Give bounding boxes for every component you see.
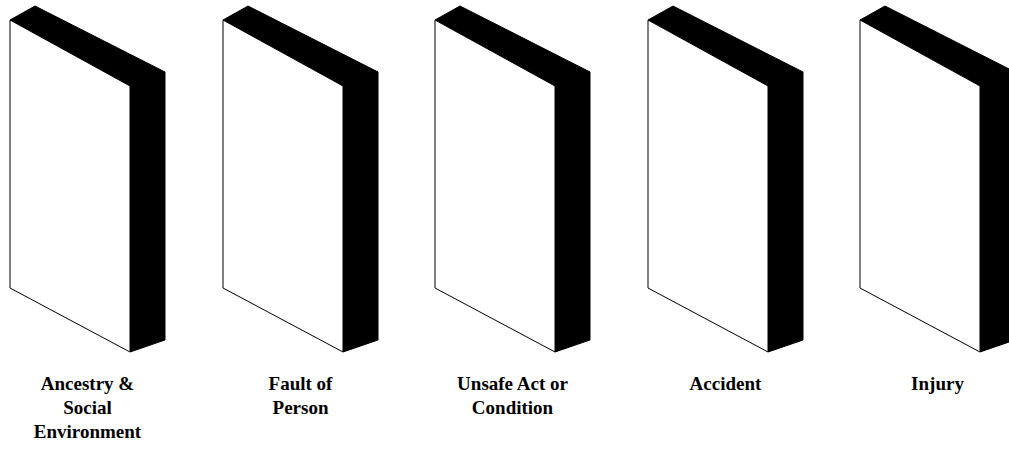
domino-slab: [213, 0, 388, 365]
caption-column: Accident: [638, 372, 813, 396]
domino-face: [10, 20, 130, 352]
domino: Fault of Person: [213, 0, 388, 459]
domino-side: [768, 72, 803, 352]
domino-label: Accident: [656, 372, 796, 396]
domino-side: [980, 72, 1009, 352]
domino: Injury: [850, 0, 1009, 459]
domino-face: [223, 20, 343, 352]
domino-label: Unsafe Act or Condition: [443, 372, 583, 420]
domino-face: [648, 20, 768, 352]
caption-column: Unsafe Act or Condition: [425, 372, 600, 420]
domino-label: Injury: [868, 372, 1008, 396]
domino-side: [555, 72, 590, 352]
domino-face: [435, 20, 555, 352]
domino-slab: [850, 0, 1009, 365]
domino-slab: [0, 0, 175, 365]
domino-slab: [425, 0, 600, 365]
domino-label: Ancestry & Social Environment: [25, 372, 150, 444]
domino-slab: [638, 0, 813, 365]
caption-column: Injury: [850, 372, 1009, 396]
domino-face: [860, 20, 980, 352]
caption-column: Fault of Person: [213, 372, 388, 420]
domino: Accident: [638, 0, 813, 459]
domino-side: [343, 72, 378, 352]
domino: Ancestry & Social Environment: [0, 0, 175, 459]
domino-label: Fault of Person: [255, 372, 347, 420]
domino: Unsafe Act or Condition: [425, 0, 600, 459]
caption-column: Ancestry & Social Environment: [0, 372, 175, 444]
domino-side: [130, 72, 165, 352]
